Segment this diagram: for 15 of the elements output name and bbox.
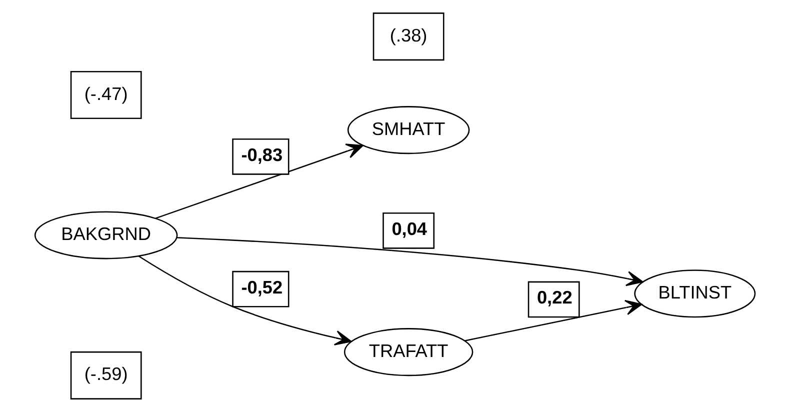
- edge-label: -0,52: [240, 277, 282, 298]
- label: (-.59): [84, 364, 128, 384]
- node-ellipse: TRAFATT: [343, 328, 473, 376]
- edge-label: 0,22: [536, 288, 572, 308]
- edge-label: 0,04: [391, 218, 427, 239]
- arrow: [138, 256, 352, 346]
- label: (.38): [389, 25, 427, 46]
- arrow: [176, 236, 643, 286]
- node-ellipse: BAKGRND: [34, 211, 178, 260]
- arrow: [464, 300, 642, 342]
- edge-label: -0,83: [240, 144, 282, 165]
- label: (-.47): [84, 84, 128, 104]
- node-ellipse: BLTINST: [634, 270, 756, 318]
- arrow: [154, 144, 363, 219]
- node-ellipse: SMHATT: [346, 106, 470, 154]
